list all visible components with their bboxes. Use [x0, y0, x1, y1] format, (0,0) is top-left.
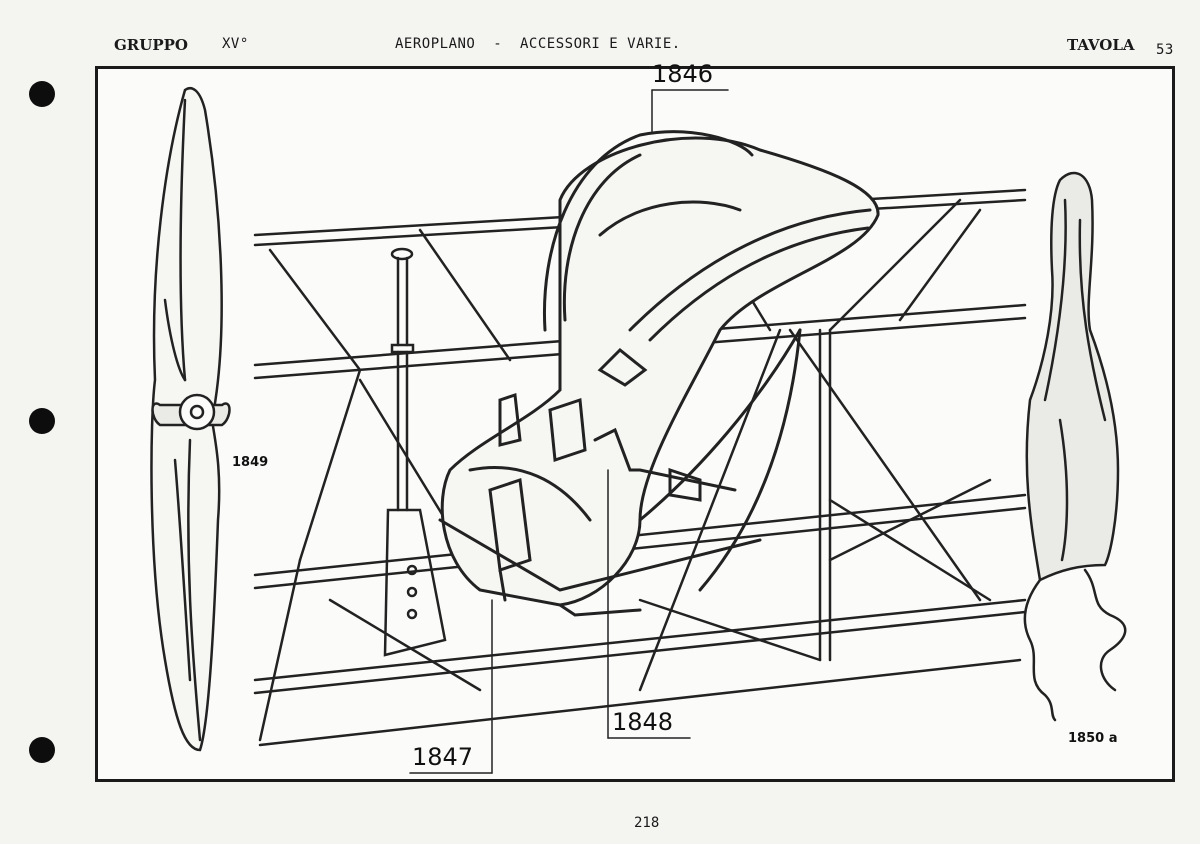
binder-hole-top: [29, 81, 55, 107]
ref-number-cover: 1850 a: [1068, 731, 1118, 746]
ref-number-harness-right: 1848: [612, 708, 674, 736]
page-number: 218: [634, 815, 660, 831]
page-title: AEROPLANO - ACCESSORI E VARIE.: [395, 36, 681, 52]
binder-hole-middle: [29, 408, 55, 434]
group-number: XV°: [222, 36, 249, 52]
plate-label: TAVOLA: [1067, 36, 1135, 54]
seat-drawing: [438, 136, 880, 617]
cover-drawing: [1023, 171, 1127, 722]
harness-drawing: [488, 130, 872, 602]
control-stick-drawing: [383, 247, 447, 657]
ref-number-seat: 1846: [652, 60, 714, 88]
binder-hole-bottom: [29, 737, 55, 763]
ref-number-propeller: 1849: [232, 455, 269, 470]
leader-lines: [409, 89, 729, 774]
propeller-drawing: [150, 86, 231, 752]
ref-number-harness-left: 1847: [412, 743, 474, 771]
plate-number: 53: [1156, 42, 1174, 58]
group-label: GRUPPO: [114, 36, 188, 54]
